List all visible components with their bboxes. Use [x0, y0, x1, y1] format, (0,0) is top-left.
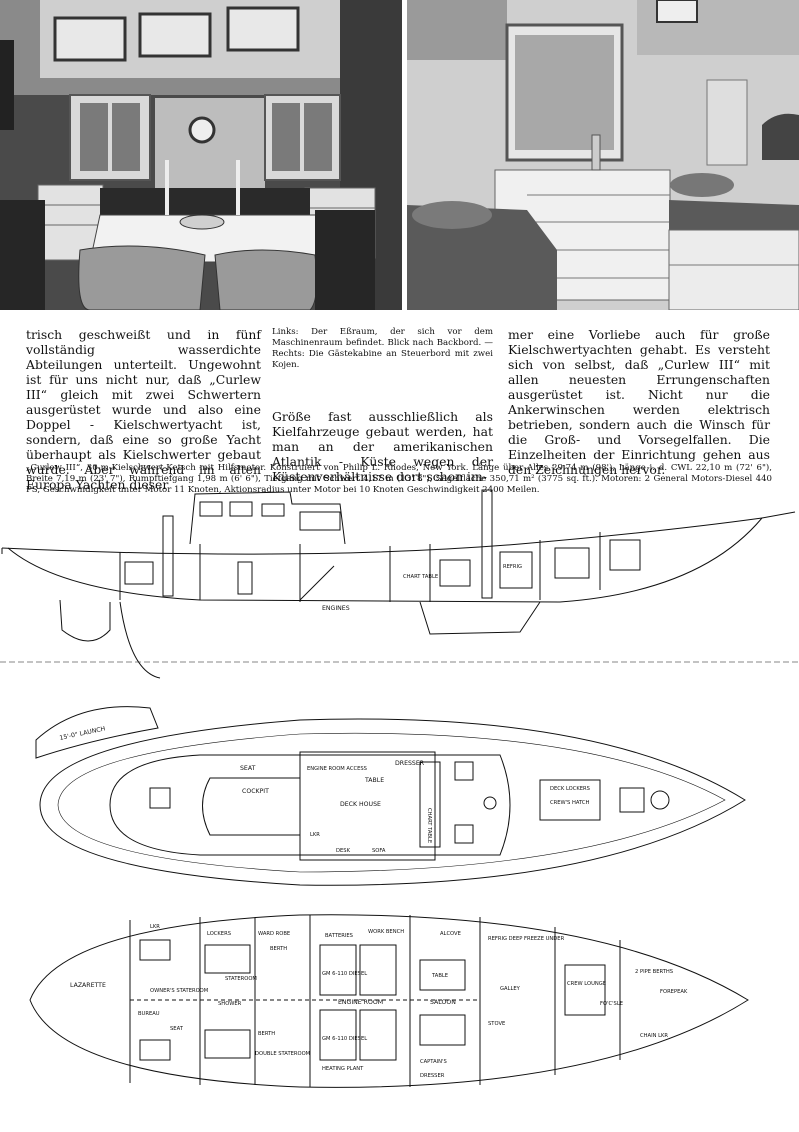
deck-plan-drawing: 15'-0" LAUNCH COCKPIT SEAT ENGINE ROOM A…: [35, 706, 746, 886]
article-column-1: trisch geschweißt und in fünf vollständi…: [26, 327, 261, 492]
forepeak-label: FOREPEAK: [660, 989, 688, 995]
dining-room-photo: [0, 0, 402, 310]
body-text-2: Größe fast ausschließlich als Kielfahrze…: [272, 409, 493, 484]
guest-cabin-photo: [407, 0, 799, 310]
alcove-label: ALCOVE: [440, 931, 461, 937]
deck-sofa-label: SOFA: [372, 848, 386, 854]
deck-lockers-label: DECK LOCKERS: [550, 786, 590, 792]
deck-dresser-label: DRESSER: [395, 760, 425, 767]
deck-table-label: TABLE: [364, 777, 384, 784]
chain-locker-label: CHAIN LKR: [640, 1033, 668, 1039]
crew-lounge-label: CREW LOUNGE: [567, 981, 606, 987]
article-column-2: Links: Der Eßraum, der sich vor dem Masc…: [272, 327, 493, 484]
deck-seat-label: SEAT: [240, 765, 256, 772]
stateroom-label: STATEROOM: [225, 976, 257, 982]
lazarette-label: LAZARETTE: [70, 982, 106, 989]
side-chart-table-label: CHART TABLE: [403, 574, 438, 580]
gm-diesel-label-1: GM 6-110 DIESEL: [322, 971, 367, 977]
engines-label: ENGINES: [322, 605, 350, 612]
owners-stateroom-label: OWNER'S STATEROOM: [150, 988, 208, 994]
stove-label: STOVE: [488, 1021, 505, 1027]
deck-desk-label: DESK: [336, 848, 351, 854]
deck-house-label: DECK HOUSE: [340, 801, 381, 808]
shower-label: SHOWER: [218, 1001, 242, 1007]
article-column-3: mer eine Vorliebe auch für große Kielsch…: [508, 327, 770, 477]
body-text-3: mer eine Vorliebe auch für große Kielsch…: [508, 327, 770, 477]
lkr-label: LKR: [150, 924, 160, 930]
crews-hatch-label: CREW'S HATCH: [550, 800, 590, 806]
refrig-freezer-label: REFRIG DEEP FREEZE UNDER: [488, 936, 565, 942]
engine-room-label: ENGINE ROOM: [338, 999, 383, 1006]
accom-seat-label: SEAT: [170, 1026, 184, 1032]
focsle-label: FO'C'SLE: [600, 1001, 623, 1007]
cockpit-label: COCKPIT: [242, 788, 269, 795]
accommodation-plan-drawing: LAZARETTE OWNER'S STATEROOM BUREAU SEAT …: [29, 914, 749, 1088]
refrig-label: REFRIG: [503, 564, 522, 570]
side-elevation-drawing: ENGINES REFRIG CHART TABLE: [0, 489, 799, 679]
accom-table-label: TABLE: [431, 973, 448, 979]
photo-caption: Links: Der Eßraum, der sich vor dem Masc…: [272, 327, 493, 370]
berth-label-2: BERTH: [258, 1031, 275, 1037]
galley-label: GALLEY: [500, 986, 521, 992]
heating-plant-label: HEATING PLANT: [322, 1066, 364, 1072]
saloon-label: SALOON: [430, 999, 456, 1006]
wardrobe-label: WARD ROBE: [258, 931, 290, 937]
pipe-berths-label: 2 PIPE BERTHS: [635, 969, 673, 975]
double-stateroom-label: DOUBLE STATEROOM: [255, 1051, 310, 1057]
specs-caption: „Curlew III“, 30-m-Kielschwert-Ketsch mi…: [26, 463, 772, 495]
gm-diesel-label-2: GM 6-110 DIESEL: [322, 1036, 367, 1042]
bureau-label: BUREAU: [138, 1011, 160, 1017]
lockers-label: LOCKERS: [207, 931, 231, 937]
accom-dresser-label: DRESSER: [420, 1073, 445, 1079]
deck-chart-table-label: CHART TABLE: [426, 808, 432, 843]
work-bench-label: WORK BENCH: [368, 929, 404, 935]
engine-room-access-label: ENGINE ROOM ACCESS: [307, 766, 367, 772]
berth-label-1: BERTH: [270, 946, 287, 952]
batteries-label: BATTERIES: [325, 933, 353, 939]
launch-label: 15'-0" LAUNCH: [59, 725, 106, 742]
captains-label: CAPTAIN'S: [420, 1059, 447, 1065]
body-text-1: trisch geschweißt und in fünf vollständi…: [26, 327, 261, 492]
deck-lkr-label: LKR: [310, 832, 320, 838]
